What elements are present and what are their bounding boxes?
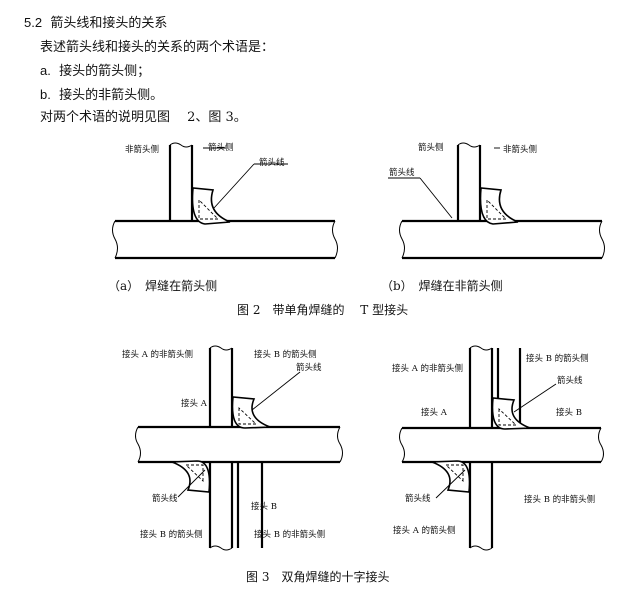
fig3l-joint-b-arrow-top: 接头 B 的箭头侧 xyxy=(254,350,317,360)
fig3r-arrow-line-bottom: 箭头线 xyxy=(405,494,431,504)
fig2b-arrow-side-label: 箭头侧 xyxy=(418,143,444,153)
fig3l-joint-a: 接头 A xyxy=(181,399,207,409)
fig3l-joint-b: 接头 B xyxy=(251,502,277,512)
fig3l-joint-b-arrow-bottom: 接头 B 的箭头侧 xyxy=(140,530,203,540)
fig2a-arrow-line-label: 箭头线 xyxy=(259,158,285,168)
figure3-caption: 图 3 双角焊缝的十字接头 xyxy=(246,570,390,584)
fillet-weld-3r-top xyxy=(491,397,531,430)
fig3r-joint-a-non-arrow: 接头 A 的非箭头侧 xyxy=(392,364,464,374)
fig3r-joint-b-arrow: 接头 B 的箭头侧 xyxy=(526,354,589,364)
list-text-a: 接头的箭头侧； xyxy=(59,64,151,79)
fig2a-non-arrow-side-label: 非箭头侧 xyxy=(125,145,160,155)
fig2a-caption: （a） 焊缝在箭头侧 xyxy=(108,279,218,293)
list-text-b: 接头的非箭头侧。 xyxy=(59,88,164,103)
fig3r-joint-b: 接头 B xyxy=(556,408,582,418)
fig3l-joint-a-non-arrow: 接头 A 的非箭头侧 xyxy=(122,350,194,360)
fig3l-arrow-line-bottom: 箭头线 xyxy=(152,494,178,504)
section-header: 5.2 箭头线和接头的关系 xyxy=(24,12,167,31)
fig2b-non-arrow-side-label: 非箭头侧 xyxy=(503,145,538,155)
fillet-weld-2a xyxy=(191,187,231,225)
fillet-weld-3r-bottom xyxy=(431,460,471,493)
figure2-caption: 图 2 带单角焊缝的 T 型接头 xyxy=(237,303,409,317)
fig3r-joint-a: 接头 A xyxy=(421,408,447,418)
section-refer: 对两个术语的说明见图 2、图 3。 xyxy=(40,110,247,125)
fig3r-joint-a-arrow: 接头 A 的箭头侧 xyxy=(393,526,456,536)
fillet-weld-2b xyxy=(479,187,519,225)
figure3-right-drawing xyxy=(399,345,604,551)
fig3r-arrow-line-top: 箭头线 xyxy=(557,376,583,386)
figure3-left-drawing xyxy=(135,345,343,551)
section-intro: 表述箭头线和接头的关系的两个术语是： xyxy=(40,40,275,55)
figure2b-drawing xyxy=(388,142,605,260)
section-title: 箭头线和接头的关系 xyxy=(50,16,168,31)
fig3l-joint-b-non-arrow: 接头 B 的非箭头侧 xyxy=(254,530,326,540)
section-number: 5.2 xyxy=(24,15,43,30)
fillet-weld-3l-bottom xyxy=(171,460,211,493)
fillet-weld-3l-top xyxy=(231,396,271,429)
fig2b-arrow-line-label: 箭头线 xyxy=(389,168,415,178)
fig2b-caption: （b） 焊缝在非箭头侧 xyxy=(381,279,503,293)
list-marker-b: b. xyxy=(40,87,51,102)
list-item-a: a. 接头的箭头侧； xyxy=(40,60,150,79)
figure2a-drawing xyxy=(112,142,338,260)
list-marker-a: a. xyxy=(40,63,51,78)
fig2a-arrow-side-label: 箭头侧 xyxy=(208,143,234,153)
fig3l-arrow-line-top: 箭头线 xyxy=(296,363,322,373)
fig3r-joint-b-non-arrow: 接头 B 的非箭头侧 xyxy=(524,495,596,505)
list-item-b: b. 接头的非箭头侧。 xyxy=(40,84,163,103)
